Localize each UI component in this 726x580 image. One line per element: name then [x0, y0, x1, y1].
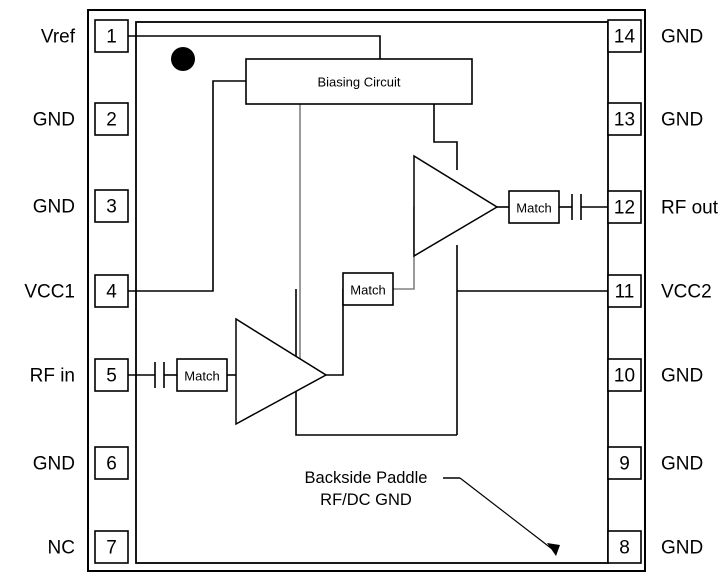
pin-number-10: 10	[614, 366, 635, 387]
pin-number-1: 1	[106, 27, 117, 48]
pin-box-6[interactable]	[94, 446, 129, 480]
pin-box-4[interactable]	[94, 274, 129, 308]
match-interstage-label: Match	[350, 283, 385, 298]
pin-label-gnd-6: GND	[33, 454, 75, 475]
biasing-circuit-block	[245, 58, 473, 105]
pin-box-3[interactable]	[94, 189, 129, 223]
pin-box-11[interactable]	[607, 274, 642, 308]
pin-number-11: 11	[615, 282, 635, 303]
pin-box-8[interactable]	[607, 530, 642, 564]
match-output-block	[508, 190, 560, 224]
wire-match-interstage-to-amp2	[393, 207, 415, 290]
package-outer-frame	[87, 9, 646, 572]
pin-left-2[interactable]: 2 GND	[33, 102, 129, 136]
pin-label-vcc2: VCC2	[661, 282, 712, 303]
pin-left-1[interactable]: 1 Vref	[41, 19, 129, 53]
pin-label-gnd-3: GND	[33, 197, 75, 218]
amplifier-stage-1	[235, 317, 328, 426]
pin-box-1[interactable]	[94, 19, 129, 53]
match-output-label: Match	[516, 201, 551, 216]
pin-box-14[interactable]	[607, 19, 642, 53]
match-input-block	[176, 358, 228, 392]
backside-paddle-note-line1: Backside Paddle	[305, 469, 428, 487]
pin-label-gnd-14: GND	[661, 27, 703, 48]
pin-number-8: 8	[619, 538, 630, 559]
pin-label-rf-out: RF out	[661, 198, 719, 219]
pin-left-6[interactable]: 6 GND	[33, 446, 129, 480]
pin-number-7: 7	[106, 538, 117, 559]
pin-box-12[interactable]	[607, 190, 642, 224]
pin-box-7[interactable]	[94, 530, 129, 564]
pin-box-13[interactable]	[607, 102, 642, 136]
pin-right-8[interactable]: 8 GND	[607, 530, 703, 564]
match-input-label: Match	[184, 369, 219, 384]
pin-left-3[interactable]: 3 GND	[33, 189, 129, 223]
match-interstage-block	[342, 272, 394, 306]
amplifier-stage-2	[413, 154, 499, 258]
pin-right-14[interactable]: 14 GND	[607, 19, 703, 53]
pin-number-12: 12	[614, 198, 635, 219]
pin-number-13: 13	[614, 110, 635, 131]
pin-one-indicator-dot	[171, 47, 195, 71]
pin-number-9: 9	[619, 454, 630, 475]
pin-right-10[interactable]: 10 GND	[607, 358, 703, 392]
backside-paddle-arrowhead	[547, 543, 560, 556]
wire-vcc1-to-bias	[128, 80, 246, 292]
pin-number-14: 14	[614, 27, 636, 48]
pin-label-gnd-2: GND	[33, 110, 75, 131]
pin-label-gnd-13: GND	[661, 110, 703, 131]
pin-box-5[interactable]	[94, 358, 129, 392]
pin-label-rf-in: RF in	[30, 366, 75, 387]
pin-label-nc: NC	[48, 538, 75, 559]
pin-left-7[interactable]: 7 NC	[48, 530, 129, 564]
pin-label-vcc1: VCC1	[24, 282, 75, 303]
pin-box-2[interactable]	[94, 102, 129, 136]
pin-right-11[interactable]: 11 VCC2	[607, 274, 712, 308]
pin-label-gnd-9: GND	[661, 454, 703, 475]
pin-right-13[interactable]: 13 GND	[607, 102, 703, 136]
pin-right-12[interactable]: 12 RF out	[607, 190, 719, 224]
wire-amp1-bottom-rail	[295, 289, 457, 436]
pin-label-gnd-10: GND	[661, 366, 703, 387]
biasing-circuit-label: Biasing Circuit	[317, 75, 400, 90]
pin-box-9[interactable]	[607, 446, 642, 480]
pin-label-gnd-8: GND	[661, 538, 703, 559]
backside-paddle-note-line2: RF/DC GND	[320, 491, 412, 509]
wire-vref-to-bias	[128, 35, 381, 59]
wire-bias-to-amp2	[433, 104, 458, 170]
pin-label-vref: Vref	[41, 27, 76, 48]
pin-number-4: 4	[106, 282, 117, 303]
pin-right-9[interactable]: 9 GND	[607, 446, 703, 480]
pin-box-10[interactable]	[607, 358, 642, 392]
pin-number-5: 5	[106, 366, 117, 387]
pin-number-6: 6	[106, 454, 117, 475]
pin-number-3: 3	[106, 197, 117, 218]
backside-paddle-leader-line	[459, 477, 557, 553]
pin-left-4[interactable]: 4 VCC1	[24, 274, 129, 308]
pin-number-2: 2	[106, 110, 117, 131]
wire-amp1-to-match-interstage	[326, 289, 344, 376]
pin-left-5[interactable]: 5 RF in	[30, 358, 129, 392]
